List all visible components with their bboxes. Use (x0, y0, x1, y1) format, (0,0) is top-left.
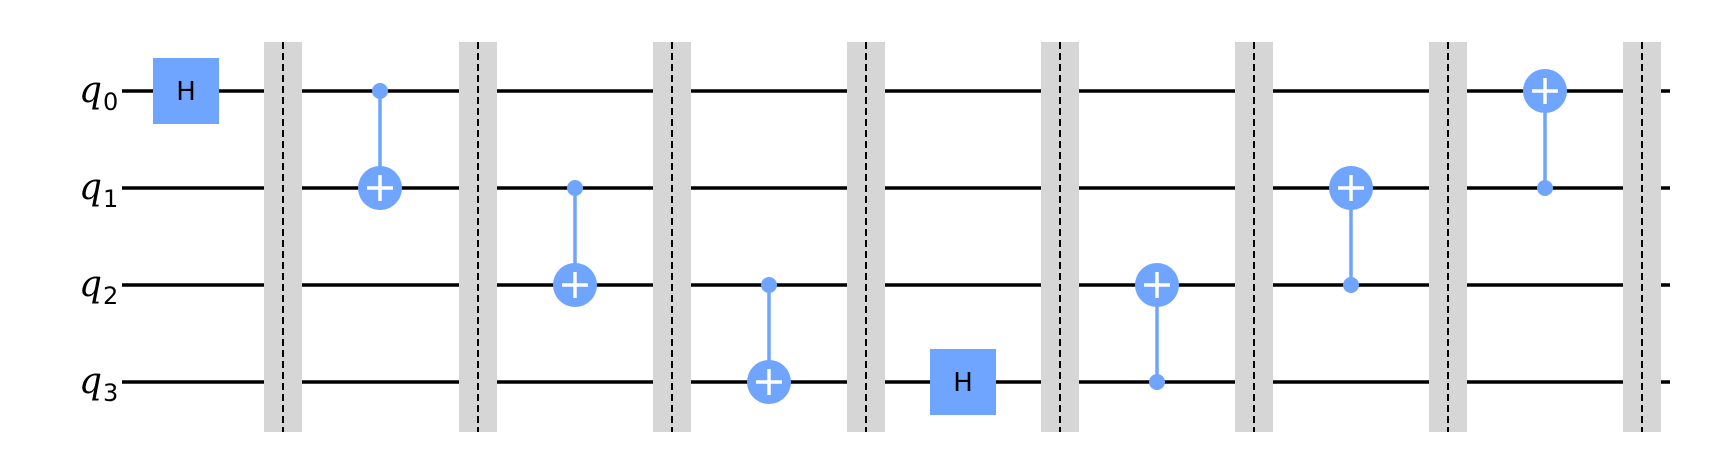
cnot-gate (747, 277, 791, 404)
cnot-gate (553, 180, 597, 307)
qubit-label-name: q (79, 70, 102, 111)
cnot-gate (358, 83, 402, 210)
cnot-control-dot (1343, 277, 1359, 293)
cnot-control-dot (761, 277, 777, 293)
qubit-label-index: 3 (103, 379, 118, 407)
barrier (1623, 42, 1661, 432)
hadamard-gate: H (930, 349, 996, 415)
qubit-label-2: q2 (79, 264, 118, 310)
qubit-label-name: q (79, 361, 102, 402)
cnot-gate (1135, 263, 1179, 390)
barrier (1429, 42, 1467, 432)
barrier (1235, 42, 1273, 432)
qubit-label-index: 1 (103, 185, 118, 213)
hadamard-gate-label: H (953, 368, 973, 398)
hadamard-gate: H (153, 58, 219, 124)
cnot-control-dot (1149, 374, 1165, 390)
barrier (847, 42, 885, 432)
hadamard-gate-label: H (176, 77, 196, 107)
barrier (653, 42, 691, 432)
qubit-label-3: q3 (79, 361, 118, 407)
barrier (1041, 42, 1079, 432)
qubit-label-index: 2 (103, 282, 118, 310)
hadamard-gate-box (153, 58, 219, 124)
circuit-gates: HH (153, 42, 1661, 432)
cnot-control-dot (372, 83, 388, 99)
barrier (264, 42, 302, 432)
barrier (459, 42, 497, 432)
cnot-control-dot (1537, 180, 1553, 196)
qubit-label-1: q1 (79, 167, 118, 213)
cnot-gate (1523, 69, 1567, 196)
qubit-label-name: q (79, 264, 102, 305)
cnot-control-dot (567, 180, 583, 196)
qubit-label-name: q (79, 167, 102, 208)
hadamard-gate-box (930, 349, 996, 415)
cnot-gate (1329, 166, 1373, 293)
qubit-label-0: q0 (79, 70, 118, 116)
qubit-label-index: 0 (103, 88, 118, 116)
